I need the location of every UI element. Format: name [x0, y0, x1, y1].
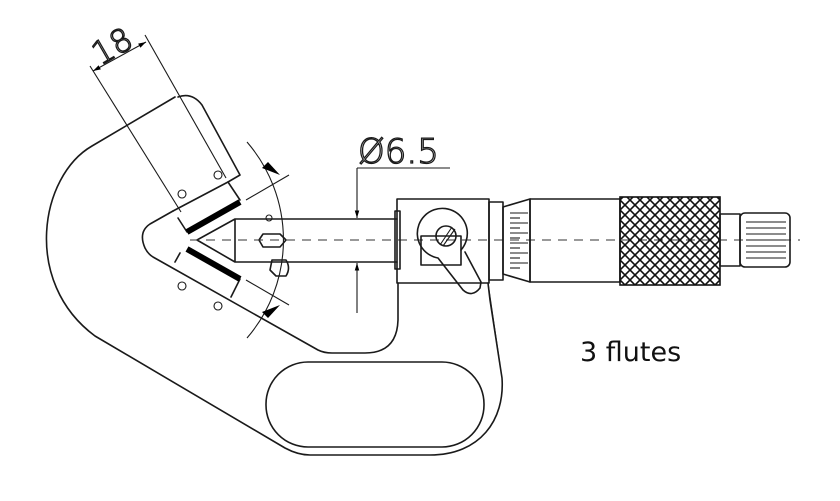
- graduation-scale: [510, 212, 528, 269]
- anvil-width-dimension: 18: [84, 19, 147, 74]
- frame-outline: [45, 96, 503, 456]
- frame-throat: [141, 210, 399, 354]
- anvil-width-label: 18: [85, 20, 139, 73]
- lower-anvil: [174, 246, 242, 311]
- lock-screw-icon: [435, 225, 457, 247]
- flutes-caption: 3 flutes: [580, 337, 681, 368]
- knurled-grip[interactable]: [619, 196, 721, 286]
- frame-oval-cutout: [265, 361, 485, 448]
- spindle-diameter-dimension: Ø6.5: [354, 131, 450, 313]
- v-angle-dimension: [245, 141, 290, 339]
- upper-anvil: [89, 34, 242, 235]
- thimble[interactable]: [488, 196, 791, 286]
- frame-head: [394, 198, 501, 366]
- ratchet-stop[interactable]: [739, 212, 791, 268]
- lock-lever[interactable]: [416, 207, 482, 295]
- ratchet-knurl: [746, 221, 786, 259]
- spindle: [196, 214, 398, 277]
- spindle-diameter-label: Ø6.5: [358, 132, 439, 172]
